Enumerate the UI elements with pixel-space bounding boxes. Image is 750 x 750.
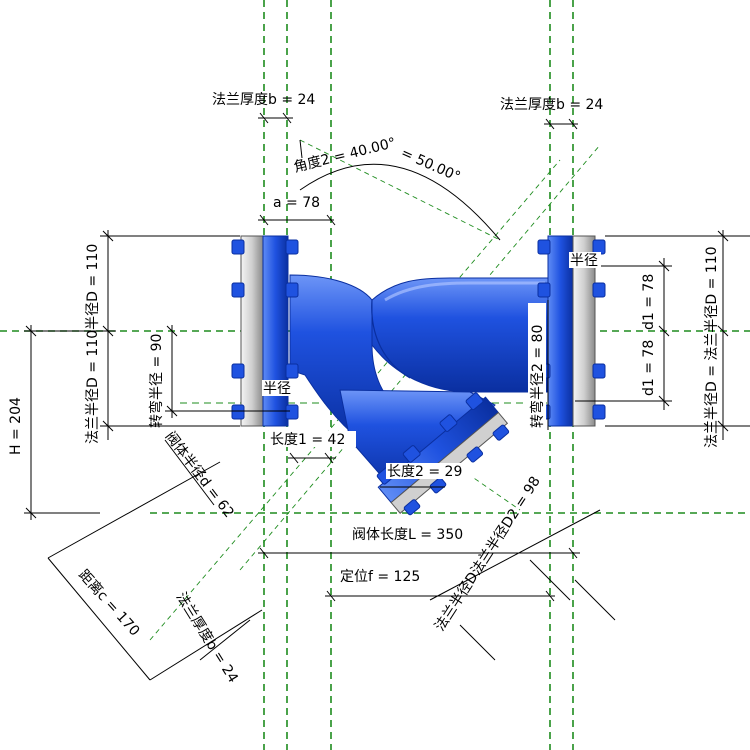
label-angle2: 角度2 = 40.00° — [292, 135, 397, 176]
label-flange-radius-left: 法兰半径D = 110半径D = 110 — [85, 244, 101, 444]
label-flange-thickness-left: 法兰厚度b = 24 — [212, 92, 315, 108]
label-position-f: 定位f = 125 — [340, 569, 420, 585]
body-right-pipe — [371, 277, 549, 393]
label-flange-radius-d2: 法兰半径D法兰半径D2 = 98 — [432, 474, 544, 634]
right-flange — [537, 235, 606, 427]
left-flange — [231, 235, 299, 427]
label-body-radius-d: 阀体半径d = 62 — [162, 429, 237, 521]
label-radius-right: 半径 — [570, 253, 598, 269]
label-flange-thickness-bottom: 法兰厚度b = 24 — [173, 590, 241, 686]
label-h204: H = 204 — [8, 397, 24, 455]
label-flange-thickness-right: 法兰厚度b = 24 — [500, 97, 603, 113]
label-radius-left: 半径 — [263, 381, 291, 397]
dimension-lines — [24, 112, 750, 681]
label-bend-radius: 转弯半径 = 90 — [148, 334, 165, 428]
label-d1-lower: d1 = 78 — [641, 340, 657, 396]
label-body-length: 阀体长度L = 350 — [352, 527, 463, 543]
label-d1-upper: d1 = 78 — [641, 274, 657, 330]
label-length1: 长度1 = 42 — [270, 432, 345, 448]
label-length2: 长度2 = 29 — [387, 464, 462, 480]
valve-body — [289, 274, 549, 491]
label-a78: a = 78 — [273, 195, 320, 211]
label-flange-radius-right: 法兰半径D = 法兰半径D = 110 — [704, 246, 720, 448]
left-flange-bolts — [231, 239, 299, 420]
label-bend-radius2: 转弯半径2 = 80 — [529, 325, 546, 428]
